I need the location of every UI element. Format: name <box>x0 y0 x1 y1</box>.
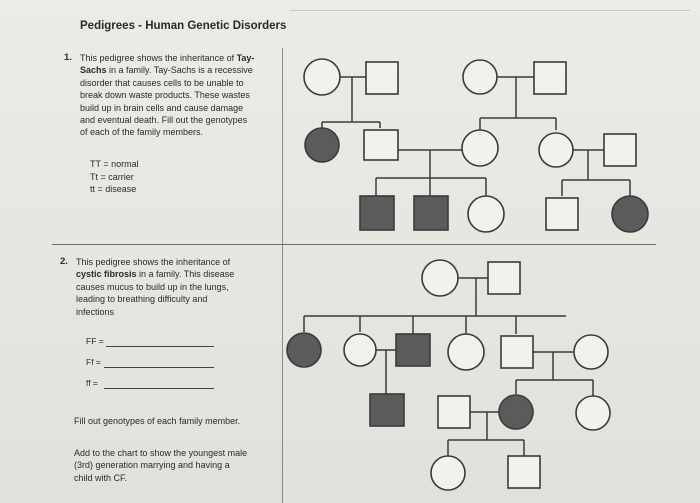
male-unaffected[interactable] <box>533 61 567 95</box>
answer-line-Ff[interactable] <box>104 367 214 368</box>
female-unaffected[interactable] <box>343 333 377 367</box>
top-rule <box>290 10 690 11</box>
question-1-text: This pedigree shows the inheritance of T… <box>80 52 285 139</box>
genotype-key: TT = normal Tt = carrier tt = disease <box>90 158 139 196</box>
q2-line: cystic fibrosis in a family. This diseas… <box>76 269 235 280</box>
instruction-add-generation: Add to the chart to show the youngest ma… <box>74 447 274 484</box>
q2-line: causes mucus to build up in the lungs, <box>76 281 229 292</box>
female-affected[interactable] <box>611 195 649 233</box>
column-divider <box>282 48 283 503</box>
female-unaffected[interactable] <box>467 195 505 233</box>
male-affected[interactable] <box>395 333 431 367</box>
answer-line-FF[interactable] <box>106 346 214 347</box>
female-unaffected[interactable] <box>538 132 574 168</box>
blank-label-FF: FF = <box>86 336 104 346</box>
instruction-fill-genotypes: Fill out genotypes of each family member… <box>74 416 241 426</box>
female-unaffected[interactable] <box>421 259 459 297</box>
q2-line: This pedigree shows the inheritance of <box>76 257 231 267</box>
male-affected[interactable] <box>369 393 405 427</box>
q1-line: of each of the family members. <box>80 127 204 138</box>
female-affected[interactable] <box>286 332 322 368</box>
q1-line: disorder that causes cells to be unable … <box>80 77 244 88</box>
female-unaffected[interactable] <box>303 58 341 96</box>
female-unaffected[interactable] <box>447 333 485 371</box>
blank-label-ff: ff = <box>86 378 98 388</box>
q1-line: This pedigree shows the inheritance of T… <box>80 53 255 63</box>
instr2-line: (3rd) generation marrying and having a <box>74 460 230 471</box>
female-affected[interactable] <box>498 394 534 430</box>
section-divider <box>52 244 656 245</box>
worksheet-title: Pedigrees - Human Genetic Disorders <box>80 20 287 32</box>
key-carrier: Tt = carrier <box>90 171 134 182</box>
key-disease: tt = disease <box>90 184 137 194</box>
q1-line: and eventual death. Fill out the genotyp… <box>80 115 248 126</box>
male-affected[interactable] <box>359 195 395 231</box>
male-unaffected[interactable] <box>487 261 521 295</box>
male-unaffected[interactable] <box>363 129 399 161</box>
q2-line: leading to breathing difficulty and <box>76 294 208 305</box>
question-2-text: This pedigree shows the inheritance of c… <box>76 256 281 318</box>
q1-line: break down waste products. These wastes <box>80 90 250 101</box>
male-unaffected[interactable] <box>507 455 541 489</box>
pedigree-2 <box>286 259 611 491</box>
male-unaffected[interactable] <box>545 197 579 231</box>
q1-line: build up in brain cells and cause damage <box>80 102 244 113</box>
key-normal: TT = normal <box>90 159 139 169</box>
female-unaffected[interactable] <box>575 395 611 431</box>
question-1-number: 1. <box>64 52 72 63</box>
female-unaffected[interactable] <box>430 455 466 491</box>
blank-label-Ff: Ff = <box>86 357 101 367</box>
male-unaffected[interactable] <box>365 61 399 95</box>
male-unaffected[interactable] <box>437 395 471 429</box>
q2-line: infections <box>76 306 115 317</box>
instr2-line: child with CF. <box>74 472 128 483</box>
instr2-line: Add to the chart to show the youngest ma… <box>74 448 248 458</box>
male-affected[interactable] <box>413 195 449 231</box>
q1-line: Sachs in a family. Tay-Sachs is a recess… <box>80 65 253 76</box>
pedigree-1 <box>303 58 649 233</box>
female-affected[interactable] <box>304 127 340 163</box>
answer-line-ff[interactable] <box>104 388 214 389</box>
female-unaffected[interactable] <box>462 59 498 95</box>
male-unaffected[interactable] <box>603 133 637 167</box>
female-unaffected[interactable] <box>461 129 499 167</box>
female-unaffected[interactable] <box>573 334 609 370</box>
question-2-number: 2. <box>60 256 68 267</box>
male-unaffected[interactable] <box>500 335 534 369</box>
